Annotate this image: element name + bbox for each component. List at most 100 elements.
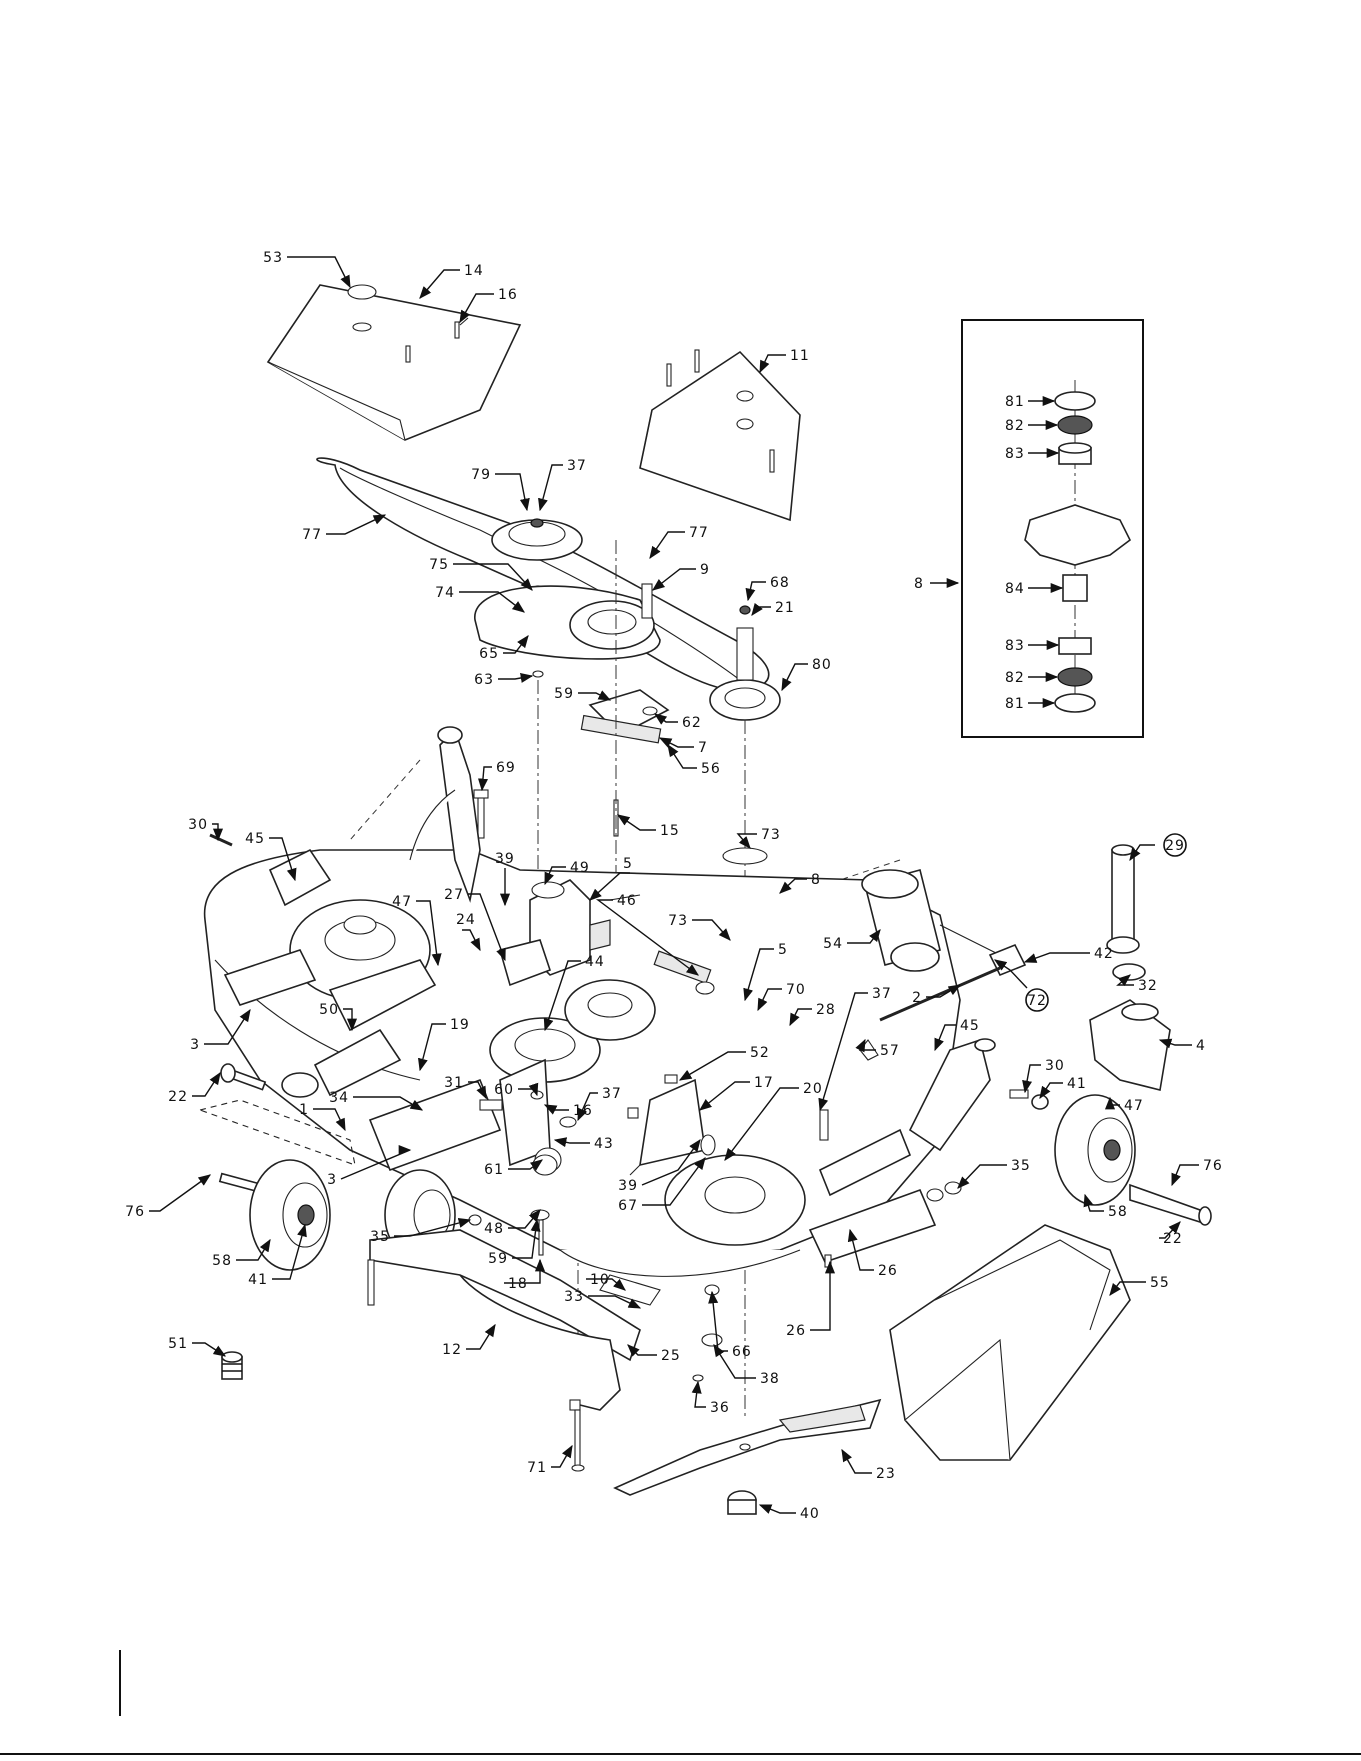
callout-number: 62 bbox=[682, 715, 702, 731]
callout-number: 17 bbox=[754, 1075, 774, 1091]
callout-number: 35 bbox=[370, 1229, 390, 1245]
belt-cover-left bbox=[268, 285, 520, 440]
callout-number: 52 bbox=[750, 1045, 770, 1061]
caster-pin-group bbox=[1090, 845, 1170, 1090]
callout-53: 53 bbox=[263, 250, 350, 287]
callout-number: 24 bbox=[456, 912, 476, 928]
callout-number: 84 bbox=[1005, 581, 1025, 597]
callout-number: 51 bbox=[168, 1336, 188, 1352]
callout-number: 12 bbox=[442, 1342, 462, 1358]
leader-line bbox=[668, 745, 697, 768]
leader-line bbox=[149, 1175, 210, 1211]
leader-line bbox=[618, 815, 656, 830]
callout-number: 42 bbox=[1094, 946, 1114, 962]
callout-71: 71 bbox=[527, 1446, 572, 1476]
callout-number: 38 bbox=[760, 1371, 780, 1387]
callout-number: 29 bbox=[1165, 838, 1185, 854]
callout-number: 36 bbox=[710, 1400, 730, 1416]
inset-callout-83: 83 bbox=[1005, 638, 1058, 654]
callout-number: 59 bbox=[554, 686, 574, 702]
wheel-right bbox=[1055, 1095, 1211, 1225]
callout-number: 41 bbox=[248, 1272, 268, 1288]
inset-seal-bottom bbox=[1055, 694, 1095, 712]
callout-number: 81 bbox=[1005, 696, 1025, 712]
leader-line bbox=[782, 664, 808, 690]
belt-cover-right bbox=[640, 350, 800, 520]
callout-number: 21 bbox=[775, 600, 795, 616]
callout-number: 30 bbox=[188, 817, 208, 833]
callout-number: 83 bbox=[1005, 446, 1025, 462]
callout-number: 65 bbox=[479, 646, 499, 662]
callout-number: 53 bbox=[263, 250, 283, 266]
callout-73: 73 bbox=[738, 827, 781, 848]
leader-line bbox=[752, 607, 771, 615]
fitting-51 bbox=[222, 1352, 242, 1379]
callout-number: 11 bbox=[790, 348, 810, 364]
callout-number: 58 bbox=[212, 1253, 232, 1269]
callout-69: 69 bbox=[482, 760, 516, 790]
callout-77: 77 bbox=[650, 525, 709, 558]
leader-line bbox=[466, 1325, 495, 1349]
callout-number: 43 bbox=[594, 1136, 614, 1152]
callout-35: 35 bbox=[958, 1158, 1031, 1188]
leader-line bbox=[842, 1450, 872, 1473]
callout-15: 15 bbox=[618, 815, 680, 839]
callout-number: 10 bbox=[590, 1272, 610, 1288]
callout-number: 39 bbox=[618, 1178, 638, 1194]
callout-number: 83 bbox=[1005, 638, 1025, 654]
callout-number: 73 bbox=[761, 827, 781, 843]
leader-line bbox=[1025, 1065, 1041, 1092]
callout-number: 45 bbox=[245, 831, 265, 847]
leader-line bbox=[287, 257, 350, 287]
callout-number: 15 bbox=[660, 823, 680, 839]
callout-number: 23 bbox=[876, 1466, 896, 1482]
idler-arm-spring bbox=[581, 690, 668, 836]
inset-pointer-8: 8 bbox=[914, 576, 958, 592]
callout-number: 37 bbox=[872, 986, 892, 1002]
callout-number: 34 bbox=[329, 1090, 349, 1106]
callout-11: 11 bbox=[760, 348, 810, 372]
callout-number: 55 bbox=[1150, 1275, 1170, 1291]
callout-number: 31 bbox=[444, 1075, 464, 1091]
callout-42: 42 bbox=[1025, 946, 1114, 962]
leader-line bbox=[551, 1446, 572, 1467]
callout-number: 59 bbox=[488, 1251, 508, 1267]
callout-25: 25 bbox=[628, 1345, 681, 1364]
callout-number: 22 bbox=[168, 1089, 188, 1105]
callout-80: 80 bbox=[782, 657, 832, 690]
callout-number: 67 bbox=[618, 1198, 638, 1214]
callout-number: 20 bbox=[803, 1081, 823, 1097]
callout-number: 47 bbox=[1124, 1098, 1144, 1114]
inset-callout-82: 82 bbox=[1005, 418, 1057, 434]
callout-22: 22 bbox=[1159, 1222, 1183, 1247]
callout-76: 76 bbox=[125, 1175, 210, 1220]
bolt-69 bbox=[478, 796, 484, 838]
leader-line bbox=[326, 515, 385, 534]
inset-seal-top bbox=[1055, 392, 1095, 410]
callout-number: 19 bbox=[450, 1017, 470, 1033]
discharge-deflector bbox=[890, 1225, 1130, 1460]
leader-line bbox=[650, 532, 685, 558]
callout-number: 76 bbox=[1203, 1158, 1223, 1174]
callout-number: 37 bbox=[602, 1086, 622, 1102]
leader-line bbox=[578, 693, 610, 700]
callout-62: 62 bbox=[655, 714, 702, 731]
callout-22: 22 bbox=[168, 1073, 220, 1105]
callout-number: 70 bbox=[786, 982, 806, 998]
callout-number: 76 bbox=[125, 1204, 145, 1220]
callout-number: 7 bbox=[698, 740, 708, 756]
callout-number: 26 bbox=[786, 1323, 806, 1339]
callout-56: 56 bbox=[668, 745, 721, 777]
callout-77: 77 bbox=[302, 515, 385, 543]
callout-number: 32 bbox=[1138, 978, 1158, 994]
circled-callout-29: 29 bbox=[1130, 834, 1186, 860]
inset-bearing-top bbox=[1058, 416, 1092, 434]
leader-line bbox=[958, 1165, 1007, 1188]
callout-76: 76 bbox=[1172, 1158, 1223, 1185]
callout-number: 73 bbox=[668, 913, 688, 929]
callout-26: 26 bbox=[786, 1262, 830, 1339]
callout-number: 39 bbox=[495, 851, 515, 867]
callout-number: 44 bbox=[585, 954, 605, 970]
callout-number: 46 bbox=[617, 893, 637, 909]
